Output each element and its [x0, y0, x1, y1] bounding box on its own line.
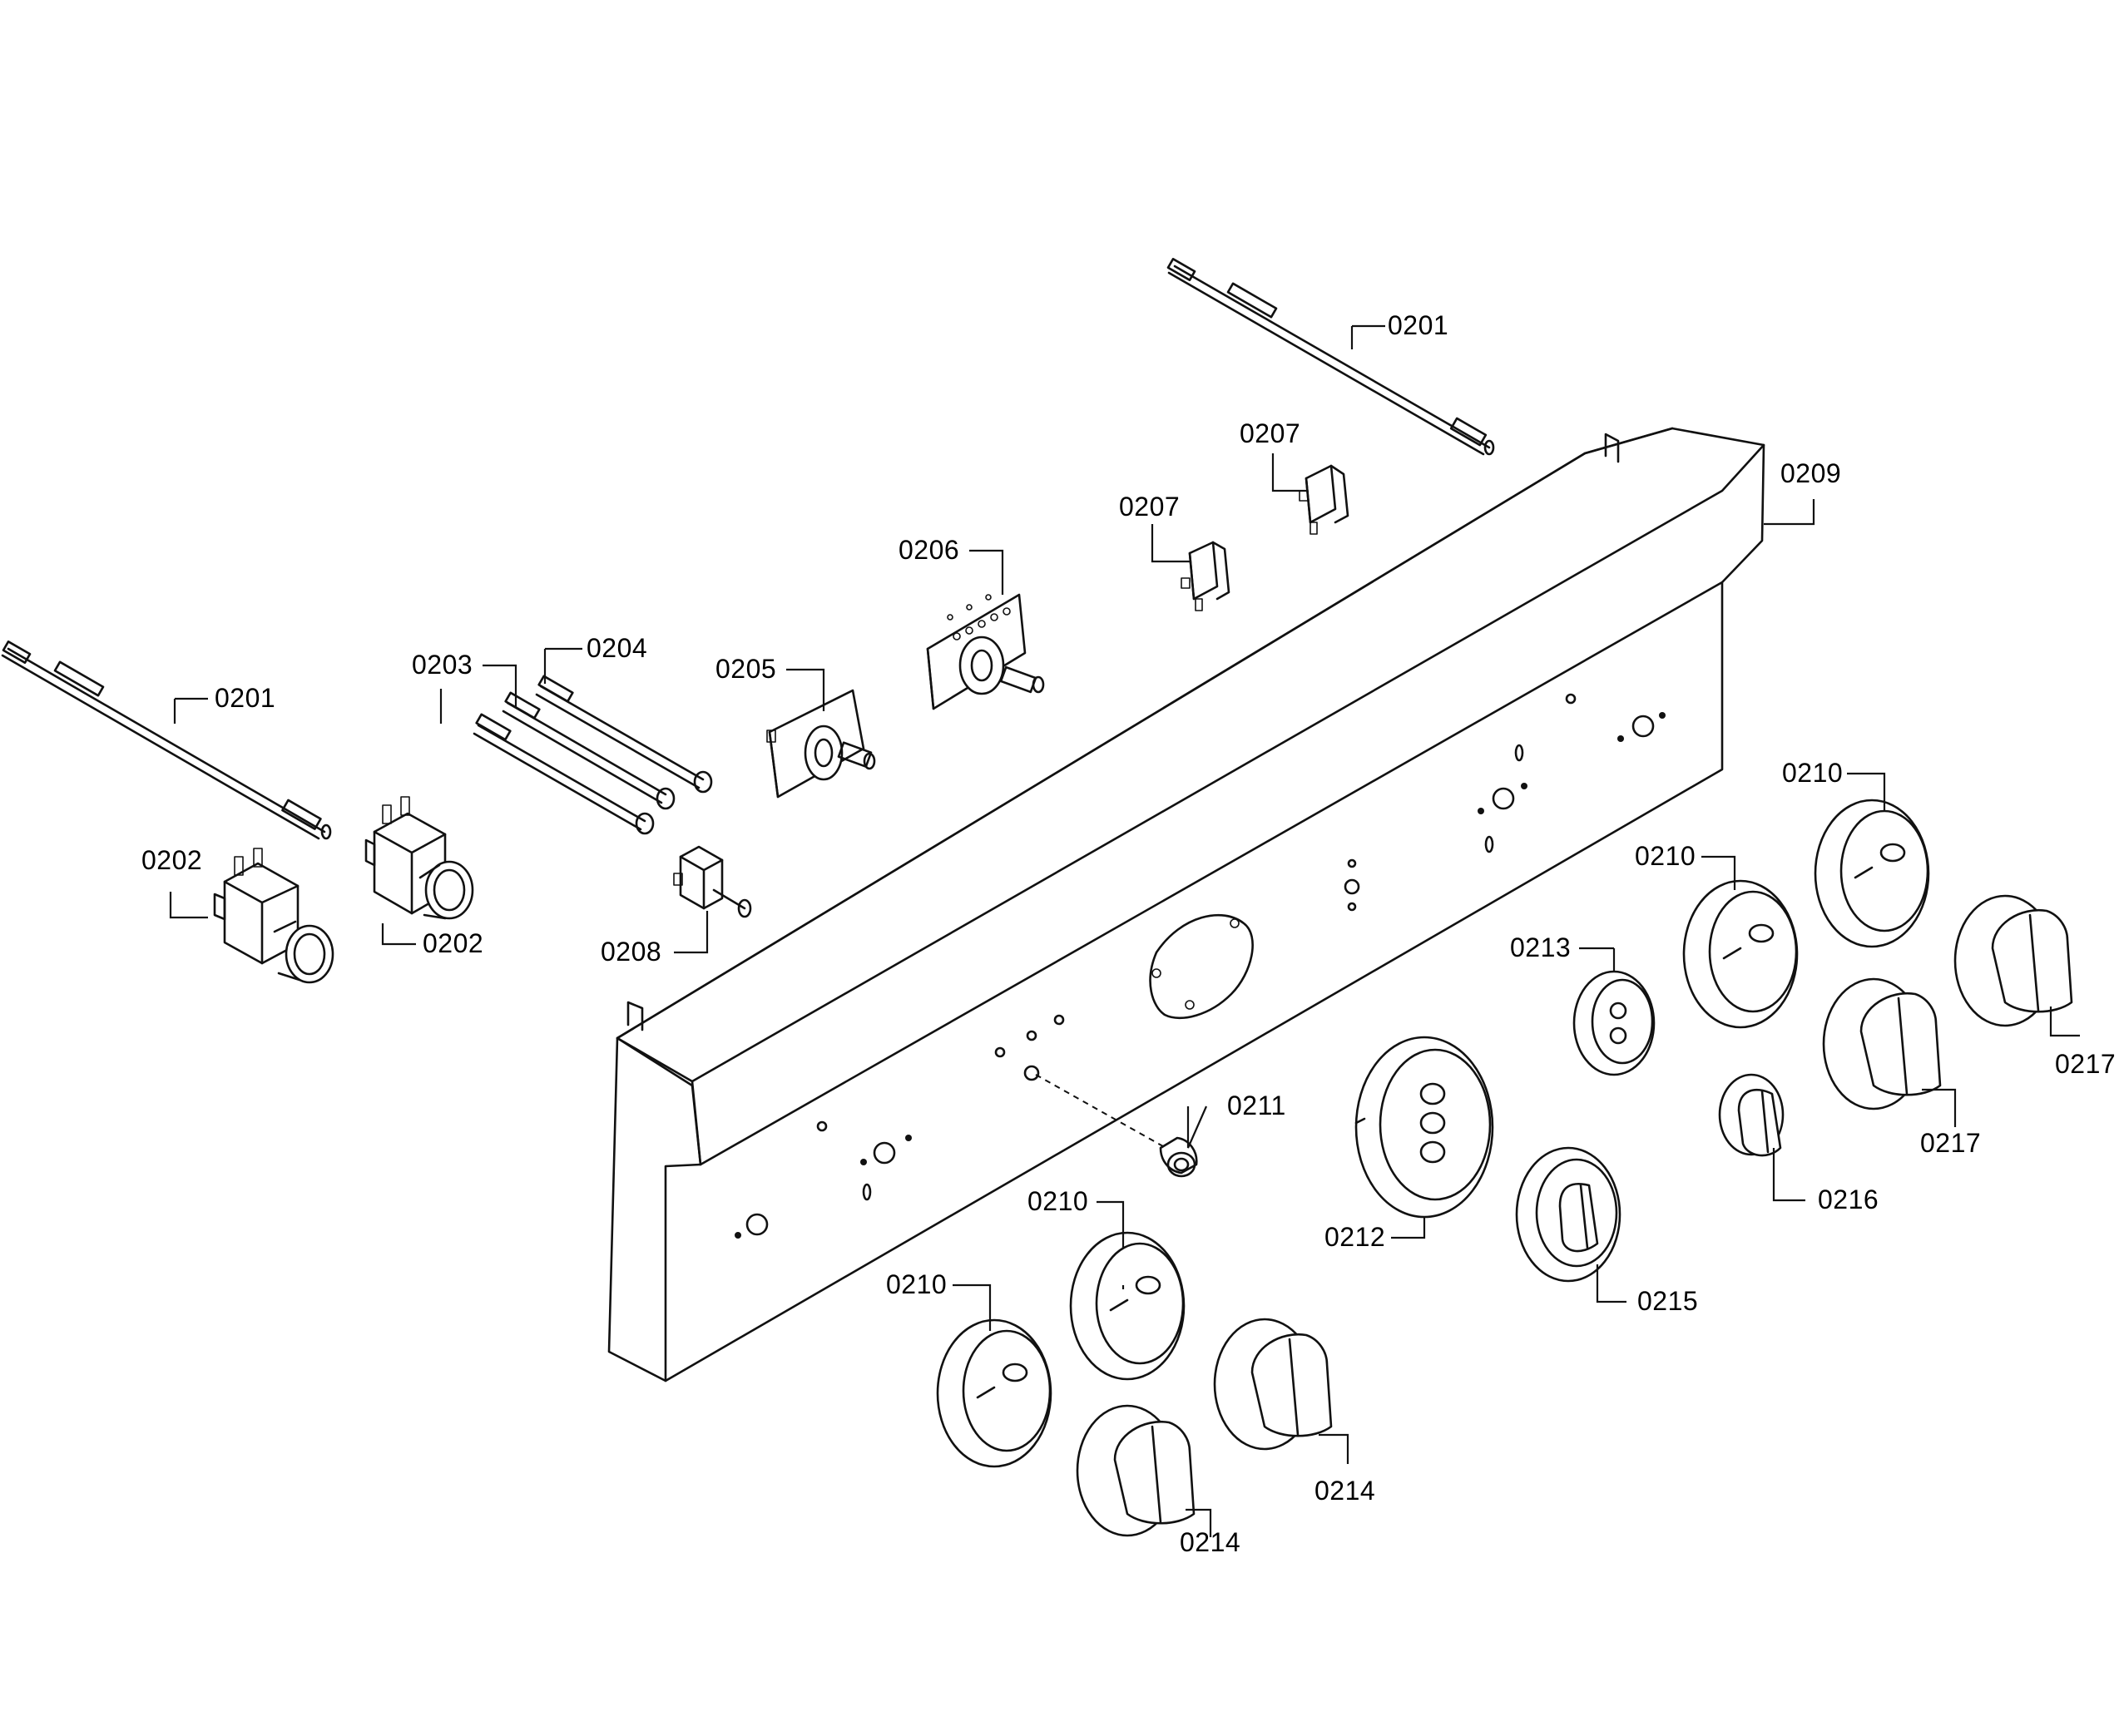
callout-0207-upper: 0207 — [1240, 418, 1300, 448]
plug-0211 — [1159, 1136, 1198, 1178]
callout-0217-right: 0217 — [2055, 1049, 2116, 1079]
callout-0212: 0212 — [1324, 1222, 1385, 1252]
callout-0208: 0208 — [601, 937, 661, 967]
valve-0202-upper — [364, 796, 474, 920]
control-panel-0209 — [607, 427, 1765, 1382]
bezel-0210-right-b — [1814, 799, 1930, 948]
bezel-0210-lower-left — [936, 1318, 1052, 1468]
bezel-0213 — [1572, 970, 1656, 1076]
callout-0215: 0215 — [1637, 1286, 1698, 1316]
knob-0217-right — [1953, 894, 2073, 1027]
thermocouple-0201-left — [1, 640, 332, 840]
bezel-0212 — [1354, 1036, 1494, 1219]
callout-0214-upper: 0214 — [1314, 1476, 1375, 1506]
selector-switch-0205 — [766, 689, 876, 799]
knob-0214-upper — [1213, 1318, 1333, 1451]
callout-0210-right-a: 0210 — [1635, 841, 1696, 871]
callout-0204: 0204 — [587, 633, 647, 663]
bezel-0210-right-a — [1682, 879, 1799, 1029]
valve-0202-lower — [213, 848, 334, 984]
bezel-0210-lower-center — [1069, 1231, 1186, 1381]
callout-0217-left: 0217 — [1920, 1128, 1981, 1158]
callout-0206: 0206 — [899, 535, 959, 565]
callout-labels: 0201 0201 0202 0202 0203 0204 0205 0206 … — [141, 310, 2116, 1557]
microswitch-0207-upper — [1299, 464, 1349, 535]
microswitch-0207-lower — [1181, 541, 1230, 611]
callout-0214-lower: 0214 — [1180, 1527, 1240, 1557]
callout-0203: 0203 — [412, 650, 473, 680]
callout-0210-right-b: 0210 — [1782, 758, 1843, 788]
knob-0214-lower — [1076, 1404, 1196, 1537]
callout-0201-upper: 0201 — [1388, 310, 1448, 340]
callout-0201-left: 0201 — [215, 683, 275, 713]
thermocouple-0201-upper — [1166, 258, 1495, 456]
callout-0207-lower: 0207 — [1119, 492, 1180, 522]
leader-lines — [169, 324, 2080, 1537]
knob-0215 — [1515, 1146, 1621, 1283]
callout-0211: 0211 — [1227, 1091, 1286, 1120]
callout-0210-lower-left: 0210 — [886, 1269, 947, 1299]
callout-0202-right: 0202 — [423, 928, 483, 958]
rods-0203-0204 — [473, 675, 713, 835]
callout-0213: 0213 — [1510, 932, 1571, 962]
callout-0210-lower-center: 0210 — [1027, 1186, 1088, 1216]
switch-0208 — [673, 845, 752, 918]
callout-0205: 0205 — [715, 654, 776, 684]
knob-0216 — [1718, 1073, 1785, 1157]
callout-0209: 0209 — [1780, 458, 1841, 488]
knob-0217-left — [1822, 977, 1942, 1110]
callout-0216: 0216 — [1818, 1185, 1879, 1214]
selector-switch-0206 — [926, 593, 1045, 710]
callout-0202-left: 0202 — [141, 845, 202, 875]
